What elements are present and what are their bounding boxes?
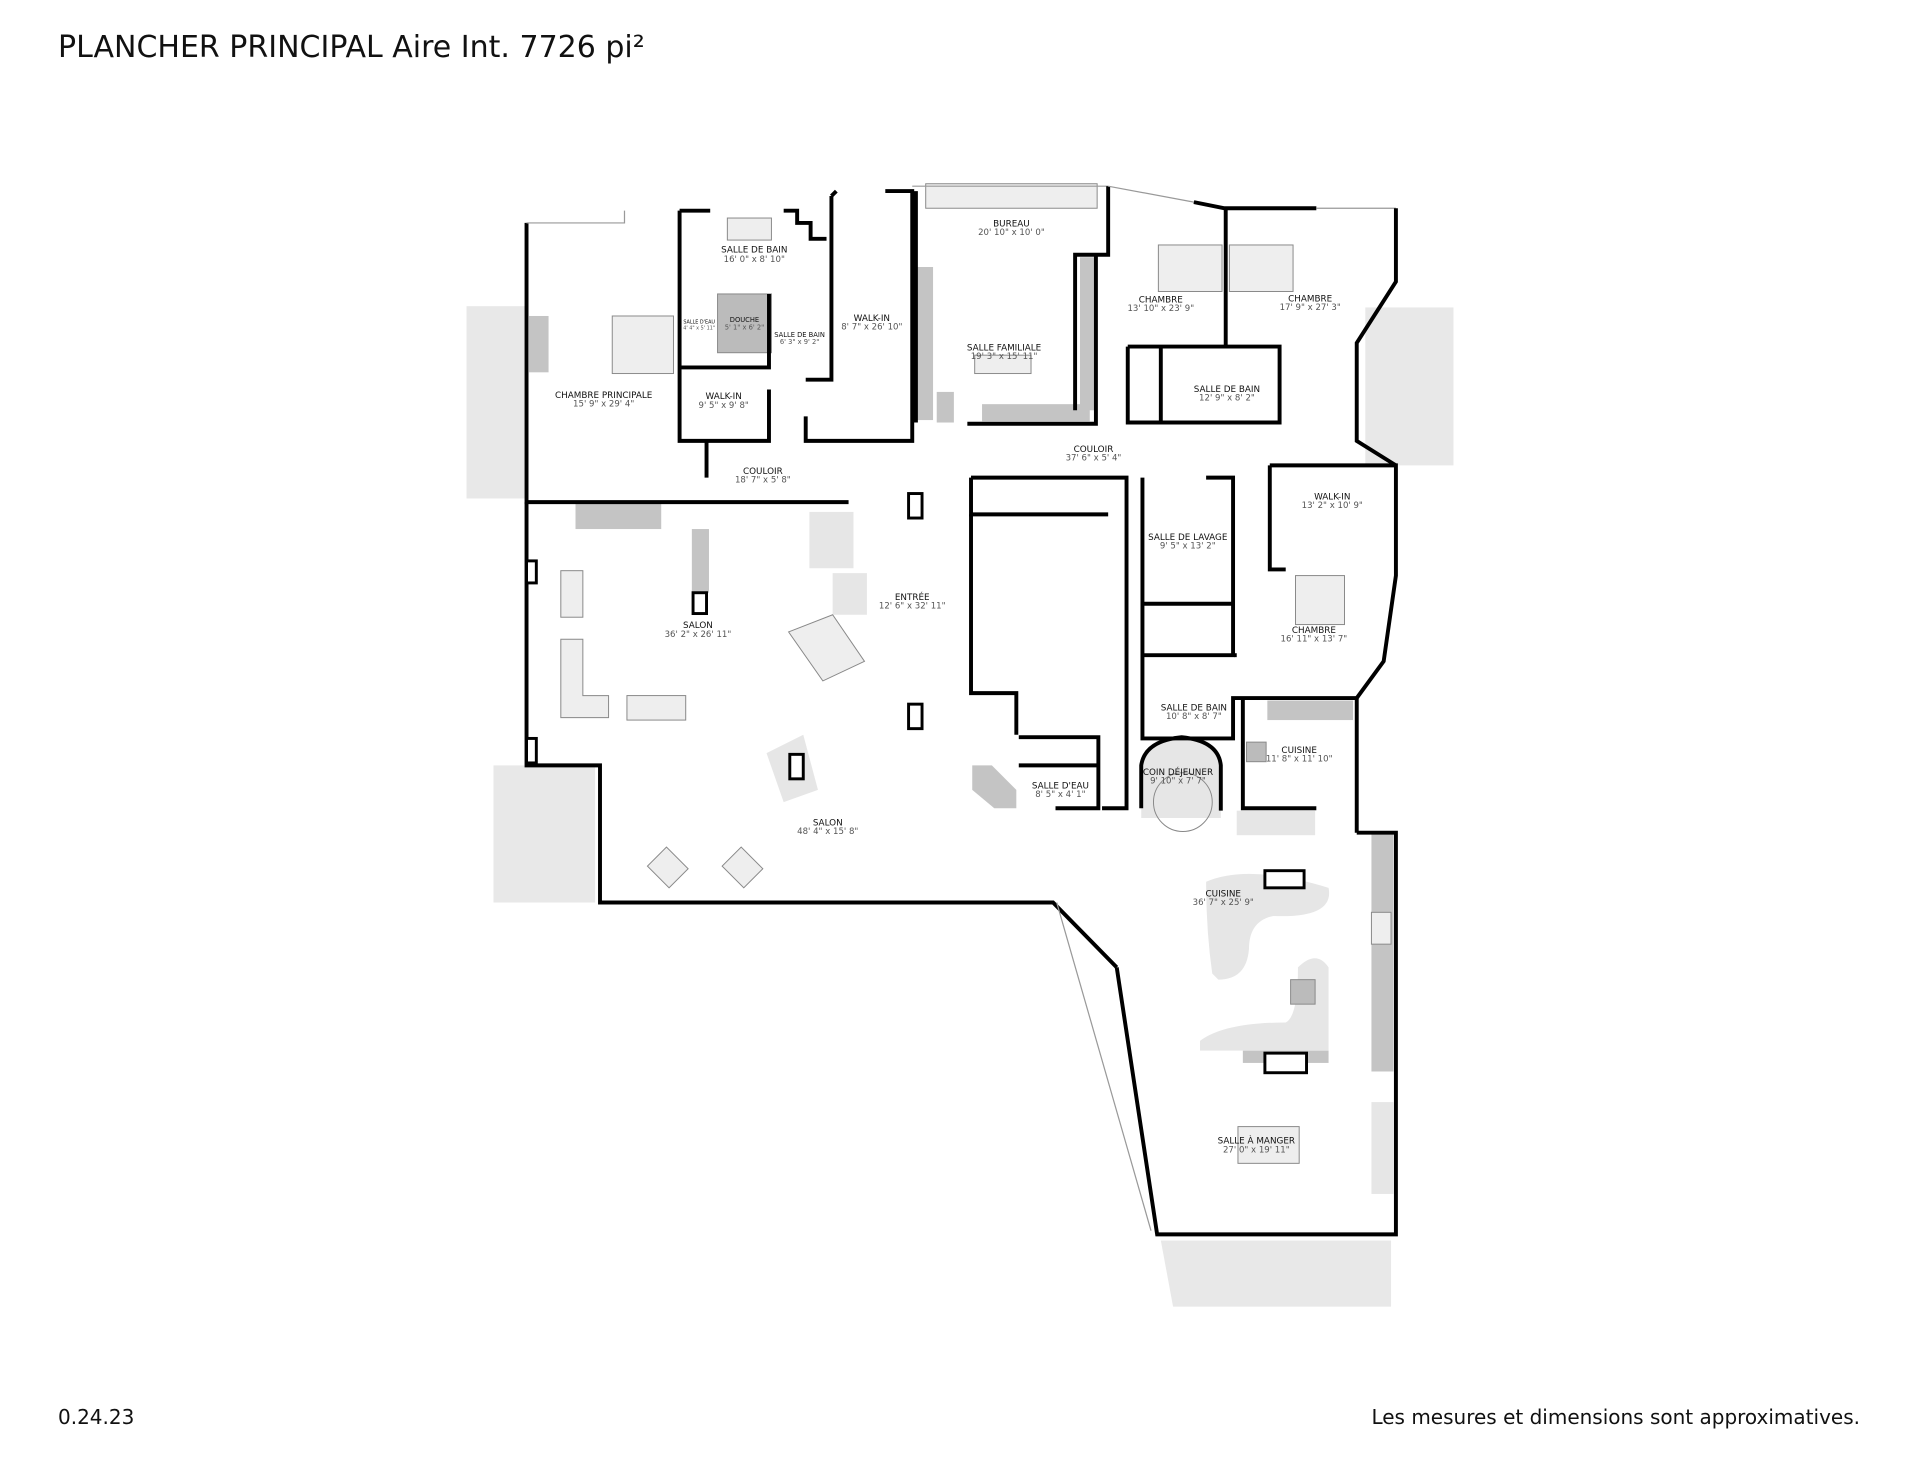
room-name: SALLE DE LAVAGE (1148, 533, 1227, 543)
room-dims: 17' 9" x 27' 3" (1280, 303, 1341, 313)
room-dims: 8' 5" x 4' 1" (1035, 790, 1085, 800)
room-dims: 19' 3" x 15' 11" (971, 352, 1038, 362)
room-dims: 15' 9" x 29' 4" (573, 400, 634, 410)
room-dims: 48' 4" x 15' 8" (797, 827, 858, 837)
room-labels: SALLE DE BAIN 16' 0" x 8' 10" SALLE D'EA… (555, 220, 1363, 1156)
furniture (560, 183, 1392, 1164)
room-dims: 16' 0" x 8' 10" (724, 255, 785, 265)
room-name: CHAMBRE (1139, 296, 1183, 306)
room-name: CHAMBRE (1292, 626, 1336, 636)
room-name: WALK-IN (1314, 493, 1350, 503)
room-name: CHAMBRE PRINCIPALE (555, 391, 652, 401)
room-name: SALLE DE BAIN (1194, 385, 1260, 395)
room-name: SALLE D'EAU (1032, 782, 1089, 792)
plan-title: PLANCHER PRINCIPAL Aire Int. 7726 pi² (58, 30, 645, 65)
room-name: BUREAU (993, 220, 1030, 230)
room-name: SALLE FAMILIALE (967, 343, 1041, 353)
room-dims: 6' 3" x 9' 2" (780, 338, 819, 346)
room-name: COULOIR (743, 467, 783, 477)
room-dims: 11' 8" x 11' 10" (1266, 755, 1333, 765)
room-name: CHAMBRE (1288, 294, 1332, 304)
room-name: SALON (813, 818, 843, 828)
room-name: SALLE DE BAIN (721, 245, 787, 255)
room-name: CUISINE (1206, 889, 1242, 899)
exterior-areas (466, 306, 1454, 1307)
room-dims: 9' 5" x 13' 2" (1160, 542, 1216, 552)
room-dims: 36' 7" x 25' 9" (1193, 898, 1254, 908)
room-dims: 27' 0" x 19' 11" (1223, 1145, 1290, 1155)
cabinets (528, 257, 1394, 1194)
disclaimer: Les mesures et dimensions sont approxima… (1371, 1405, 1860, 1429)
room-dims: 12' 9" x 8' 2" (1199, 393, 1255, 403)
version-label: 0.24.23 (58, 1405, 135, 1429)
room-dims: 18' 7" x 5' 8" (735, 476, 791, 486)
room-dims: 9' 10" x 7' 7" (1150, 777, 1206, 787)
room-name: SALLE À MANGER (1218, 1135, 1295, 1147)
room-dims: 5' 1" x 6' 2" (725, 323, 764, 331)
room-name: SALON (683, 621, 713, 631)
room-name: SALLE D'EAU (683, 319, 715, 325)
room-dims: 12' 6" x 32' 11" (879, 602, 946, 612)
columns (525, 492, 1308, 1075)
room-dims: 13' 2" x 10' 9" (1302, 501, 1363, 511)
room-dims: 10' 8" x 8' 7" (1166, 712, 1222, 722)
room-dims: 13' 10" x 23' 9" (1127, 304, 1194, 314)
room-name: SALLE DE BAIN (774, 331, 825, 339)
room-name: CUISINE (1281, 746, 1317, 756)
room-name: ENTRÉE (895, 591, 930, 603)
room-dims: 9' 5" x 9' 8" (699, 401, 749, 411)
room-dims: 37' 6" x 5' 4" (1066, 453, 1122, 463)
room-name: WALK-IN (706, 392, 742, 402)
walls (524, 185, 1398, 1237)
room-name: COIN DÉJEUNER (1143, 766, 1213, 778)
room-dims: 8' 7" x 26' 10" (841, 322, 902, 332)
room-name: WALK-IN (854, 314, 890, 324)
room-name: COULOIR (1074, 445, 1114, 455)
room-dims: 4' 4" x 5' 11" (683, 325, 715, 331)
room-name: SALLE DE BAIN (1161, 703, 1227, 713)
room-dims: 20' 10" x 10' 0" (978, 228, 1045, 238)
room-dims: 16' 11" x 13' 7" (1281, 635, 1348, 645)
room-dims: 36' 2" x 26' 11" (665, 630, 732, 640)
room-name: DOUCHE (730, 316, 759, 324)
